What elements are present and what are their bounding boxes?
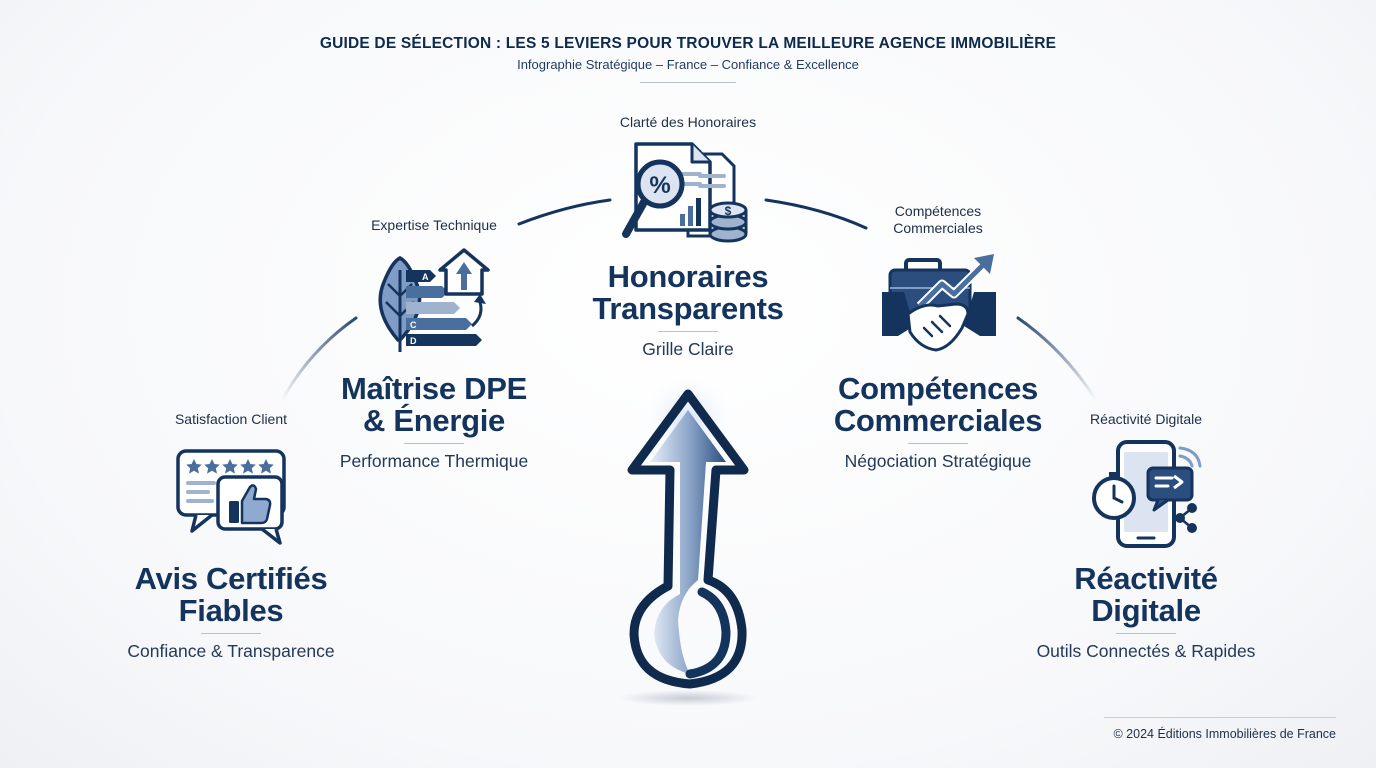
lever-2-category: Expertise Technique <box>371 217 497 233</box>
lever-4-subtitle: Négociation Stratégique <box>844 451 1032 471</box>
lever-5-divider <box>1116 633 1176 634</box>
lever-1-title: Avis Certifiés Fiables <box>134 561 328 628</box>
page-subtitle: Infographie Stratégique – France – Confi… <box>517 57 859 72</box>
upward-arrow-loop-icon <box>618 372 758 706</box>
energy-rating-house-leaf-icon: A C D <box>378 248 490 352</box>
svg-text:%: % <box>649 172 670 199</box>
lever-3-category: Clarté des Honoraires <box>619 114 757 130</box>
briefcase-handshake-growth-icon <box>882 254 996 352</box>
lever-5-subtitle: Outils Connectés & Rapides <box>1036 641 1256 661</box>
arc-right-lower <box>1016 316 1098 402</box>
svg-text:$: $ <box>725 204 732 218</box>
lever-4-title: Compétences Commerciales <box>833 371 1043 438</box>
lever-3-subtitle: Grille Claire <box>642 339 734 359</box>
lever-2-subtitle: Performance Thermique <box>339 451 529 471</box>
energy-label-a: A <box>422 272 429 282</box>
energy-label-d: D <box>410 336 417 346</box>
footer-divider <box>1104 717 1336 718</box>
lever-5-title: Réactivité Digitale <box>1074 561 1218 628</box>
arc-right-upper <box>764 198 868 230</box>
lever-3-title: Honoraires Transparents <box>592 259 784 326</box>
title-divider <box>640 82 736 83</box>
arc-left-upper <box>517 198 612 226</box>
arc-left-lower <box>280 316 358 402</box>
lever-2-title: Maîtrise DPE & Énergie <box>341 371 527 438</box>
lever-1-subtitle: Confiance & Transparence <box>127 641 335 661</box>
smartphone-stopwatch-message-icon <box>1092 440 1202 548</box>
lever-5-category: Réactivité Digitale <box>1089 411 1203 427</box>
document-percent-magnifier-icon: % $ <box>622 142 748 243</box>
energy-label-c: C <box>410 320 417 330</box>
lever-2-divider <box>404 443 464 444</box>
lever-4-divider <box>908 443 968 444</box>
lever-4-category: Compétences Commerciales <box>893 203 983 236</box>
page-title: GUIDE DE SÉLECTION : LES 5 LEVIERS POUR … <box>319 35 1057 52</box>
lever-3-divider <box>658 331 718 332</box>
lever-1-category: Satisfaction Client <box>174 411 288 427</box>
review-thumbs-up-icon <box>176 449 286 545</box>
lever-1-divider <box>201 633 261 634</box>
footer-copyright: © 2024 Éditions Immobilières de France <box>1113 727 1336 741</box>
